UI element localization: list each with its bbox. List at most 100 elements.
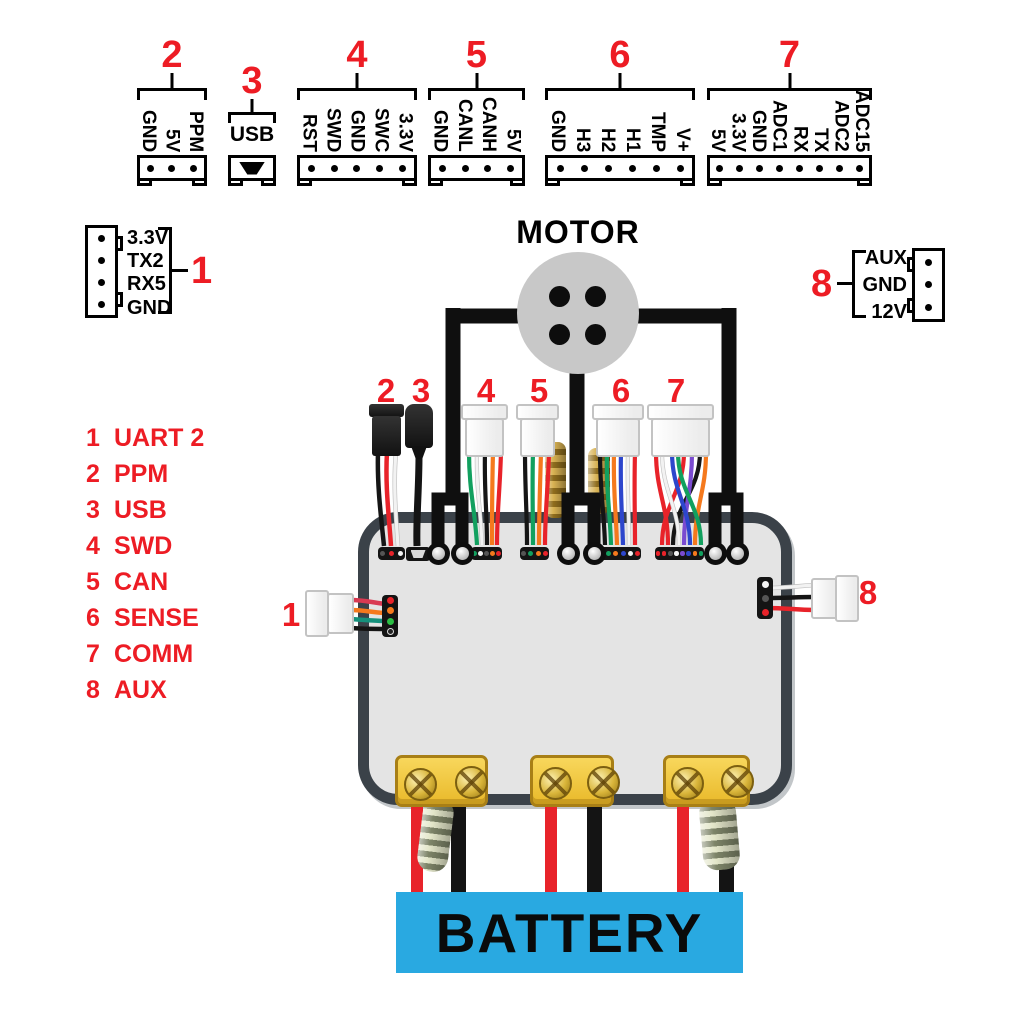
- phase-ring-terminal: [427, 542, 450, 565]
- aux-plug: [811, 578, 838, 619]
- callout-7: 7: [666, 372, 686, 409]
- pin-header: [907, 248, 945, 322]
- pin-pad: [686, 551, 691, 556]
- usb-socket: [228, 155, 276, 186]
- usb-port-label: USB: [229, 123, 275, 146]
- pin-pad: [386, 628, 394, 636]
- board-can-strip: [520, 547, 549, 560]
- pin-label: 12V: [871, 301, 907, 323]
- board-aux-strip: [757, 577, 773, 619]
- legend-num: 2: [86, 459, 100, 488]
- pin-label: TX2: [127, 250, 164, 273]
- motor-terminal: [549, 286, 570, 307]
- battery-wire-black-1: [451, 800, 466, 893]
- xt60-terminal: [404, 768, 437, 801]
- uart-plug: [327, 593, 354, 634]
- pin-header: [85, 225, 123, 318]
- pin-label: SWC: [370, 107, 392, 152]
- phase-ring-terminal: [451, 542, 474, 565]
- pin-pad: [613, 551, 619, 556]
- can-plug: [520, 418, 555, 457]
- legend-num: 7: [86, 639, 100, 668]
- pin-label: V+: [672, 128, 693, 152]
- sense-plug: [596, 418, 640, 457]
- board-comm-strip: [655, 547, 704, 560]
- motor-terminal: [585, 324, 606, 345]
- pin-labels: GND CANL CANH 5V: [428, 91, 525, 152]
- xt60-terminal: [721, 765, 754, 798]
- pin-pad: [398, 551, 403, 556]
- pin-label: GND: [862, 274, 907, 296]
- pin-pad: [521, 551, 527, 556]
- pin-label: ADC1: [768, 100, 790, 152]
- legend-num: 5: [86, 567, 100, 596]
- callout-bracket: [428, 88, 525, 100]
- callout-3: 3: [411, 372, 431, 409]
- motor-terminal: [585, 286, 606, 307]
- xt60-connector-1: [395, 755, 488, 807]
- pin-pad: [386, 617, 394, 625]
- pin-label: ADC2: [830, 100, 852, 152]
- pin-header: [297, 155, 417, 186]
- pin-labels: 3.3V TX2 RX5 GND: [127, 227, 171, 320]
- pin-label: H2: [597, 127, 618, 152]
- usb-plug-taper: [411, 446, 427, 459]
- pin-label: 3.3V: [727, 112, 749, 152]
- usb-cable: [413, 454, 423, 547]
- pin-label: ADC15: [851, 89, 873, 152]
- legend-label: USB: [114, 495, 167, 524]
- pin-label: GND: [748, 109, 770, 152]
- callout-tick: [172, 269, 188, 272]
- pin-header: [428, 155, 525, 186]
- pinout-ppm: 2 GND 5V PPM: [137, 36, 207, 186]
- pinout-number: 6: [609, 34, 631, 76]
- battery-label: BATTERY: [435, 901, 704, 964]
- callout-bracket: [228, 112, 276, 123]
- callout-bracket: [707, 88, 872, 100]
- board-ppm-strip: [378, 547, 405, 560]
- ppm-plug: [372, 416, 401, 456]
- legend-label: COMM: [114, 639, 194, 668]
- board-uart-strip: [382, 595, 398, 637]
- legend-num: 8: [86, 675, 100, 704]
- pin-pad: [477, 551, 483, 556]
- board-swd-strip: [471, 547, 502, 560]
- callout-tick: [250, 99, 254, 113]
- pin-labels: 5V 3.3V GND ADC1 RX TX ADC2 ADC15: [707, 89, 873, 152]
- pin-pad: [380, 551, 385, 556]
- comm-plug: [651, 418, 710, 457]
- phase-ring-terminal: [726, 542, 749, 565]
- pin-pad: [386, 596, 394, 604]
- pin-pad: [389, 551, 394, 556]
- callout-tick: [170, 73, 174, 89]
- battery-wire-red-3: [677, 800, 689, 893]
- pin-pad: [386, 607, 394, 615]
- pin-labels: GND 5V PPM: [137, 91, 207, 152]
- legend-label: CAN: [114, 567, 169, 596]
- callout-1: 1: [281, 596, 301, 633]
- callout-tick: [618, 73, 622, 89]
- pin-pad: [761, 580, 769, 588]
- pin-pad: [483, 551, 489, 556]
- ppm-plug-cap: [369, 404, 404, 417]
- motor-terminal: [549, 324, 570, 345]
- legend-num: 1: [86, 423, 100, 452]
- pin-label: GND: [429, 109, 451, 152]
- pin-labels: AUX GND 12V: [837, 245, 907, 326]
- callout-tick: [355, 73, 359, 89]
- pinout-usb: 3 USB: [228, 62, 276, 186]
- pin-labels: GND H3 H2 H1 TMP V+: [545, 91, 695, 152]
- pinout-swd: 4 RST SWD GND SWC 3.3V: [297, 36, 417, 186]
- callout-4: 4: [476, 372, 496, 409]
- legend-item: 7 COMM: [86, 636, 204, 672]
- aux-wires: [767, 582, 815, 613]
- pin-label: RX: [789, 125, 811, 152]
- callout-bracket: [297, 88, 417, 100]
- phase-ring-terminal: [704, 542, 727, 565]
- pin-label: RST: [298, 114, 320, 152]
- pinout-sense: 6 GND H3 H2 H1 TMP V+: [545, 36, 695, 186]
- comm-wires: [653, 451, 709, 546]
